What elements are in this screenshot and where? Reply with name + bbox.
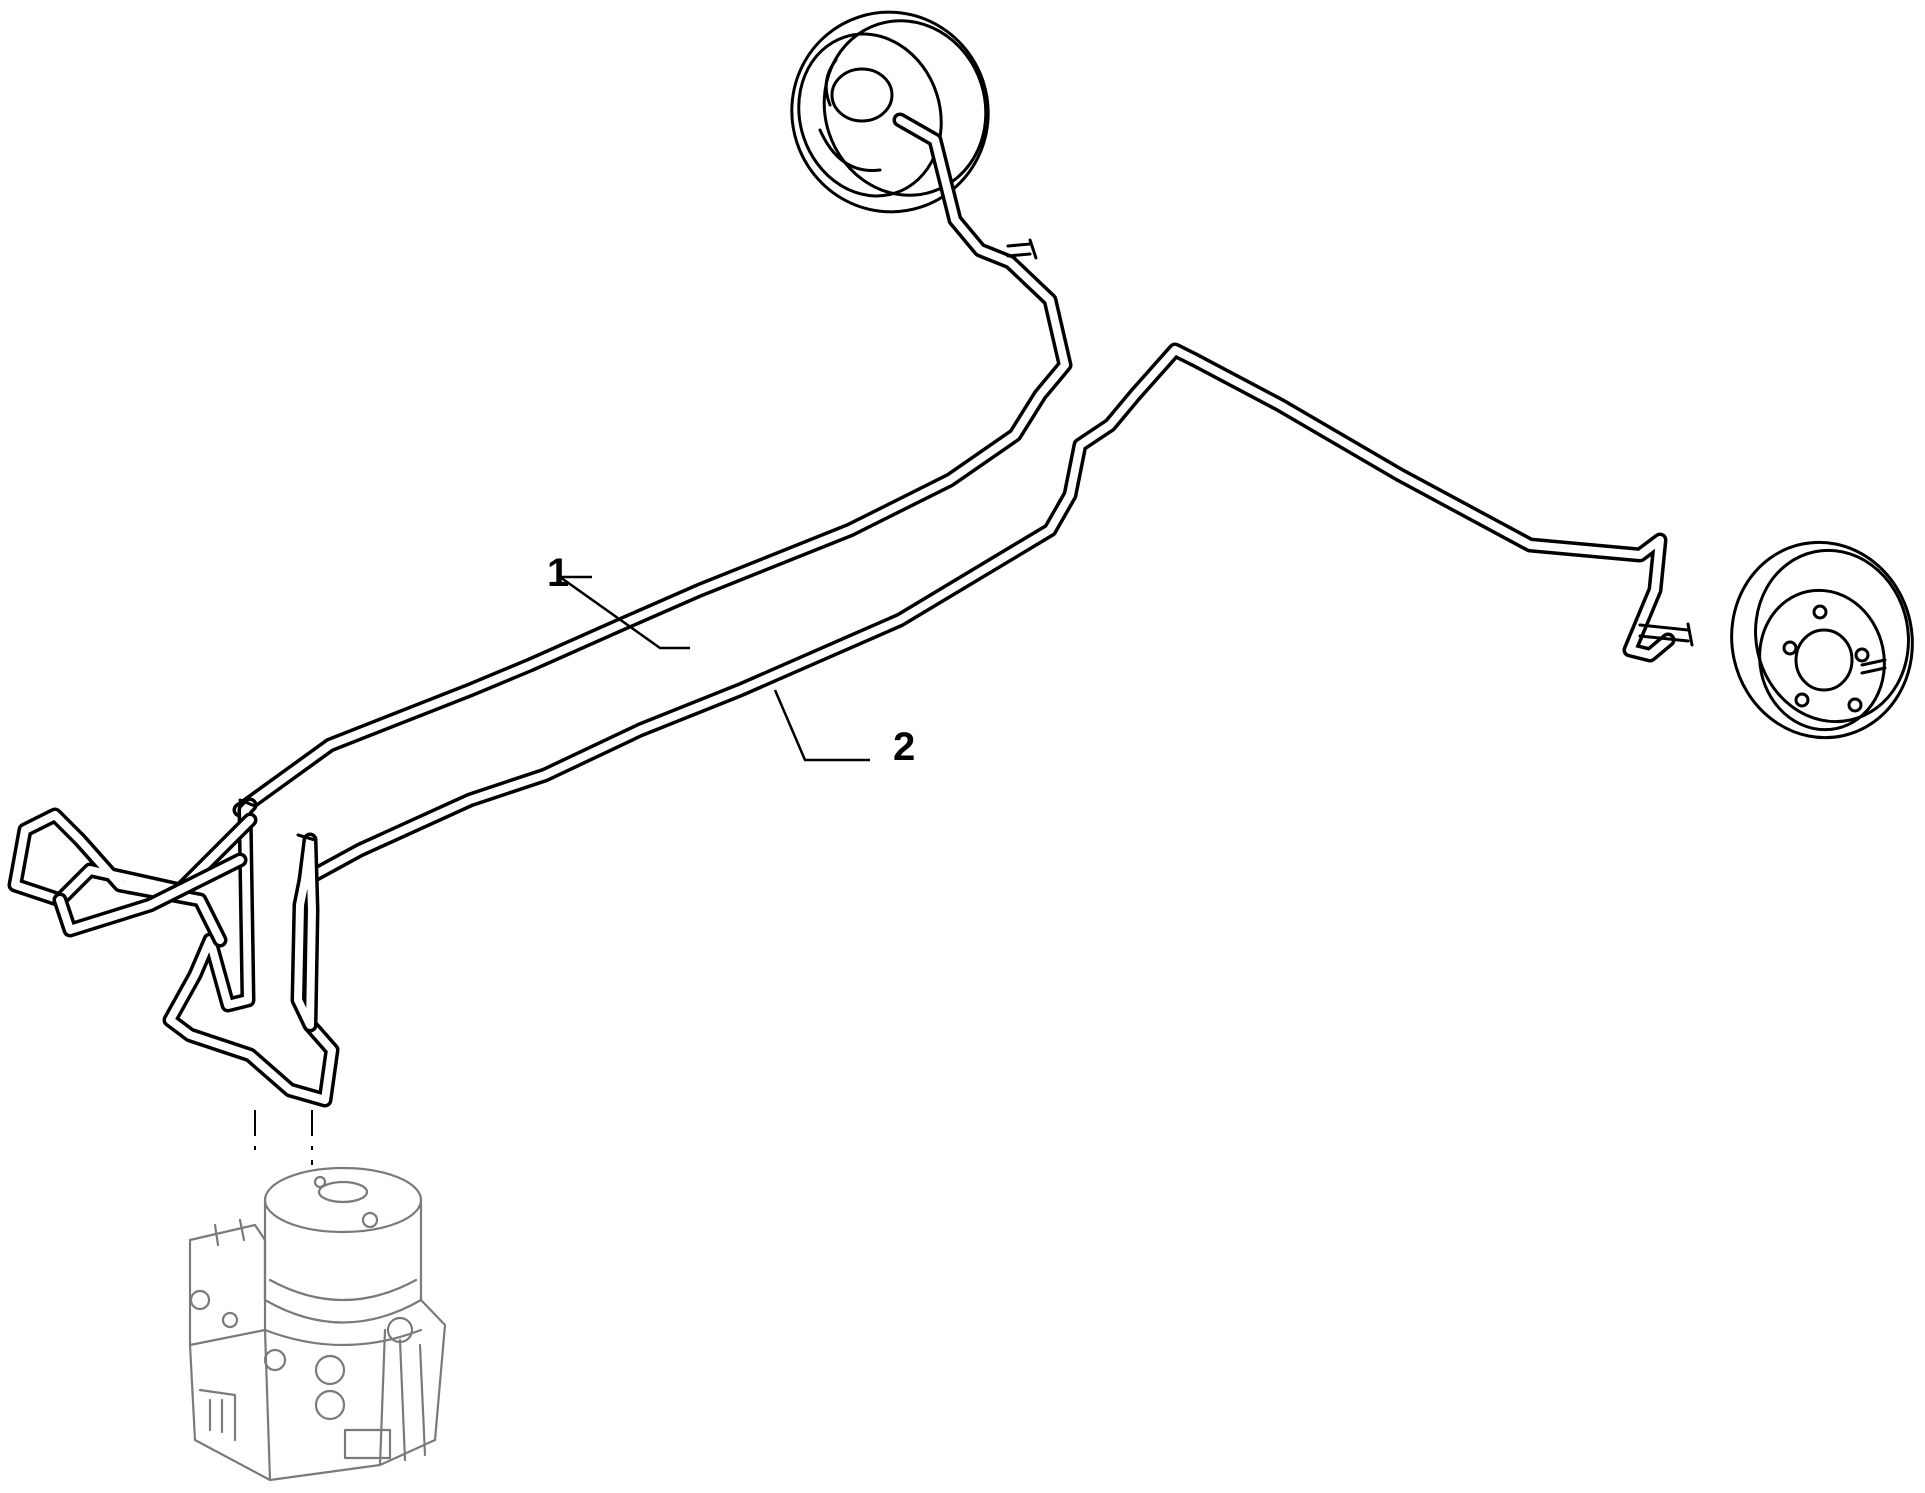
brake-pipe-2 [297, 342, 1694, 888]
brake-pipe-1 [232, 112, 1073, 818]
callout-1-leader [556, 575, 690, 650]
front-brake-drum [790, 10, 990, 214]
rear-brake-drum [1730, 540, 1914, 740]
abs-hydraulic-unit [188, 1166, 447, 1482]
callout-1: 1 [547, 551, 570, 595]
pipe-bends-abs-end [7, 797, 340, 1108]
callout-2: 2 [893, 725, 916, 769]
callout-2-leader [773, 689, 870, 762]
alignment-lines [254, 1110, 313, 1165]
